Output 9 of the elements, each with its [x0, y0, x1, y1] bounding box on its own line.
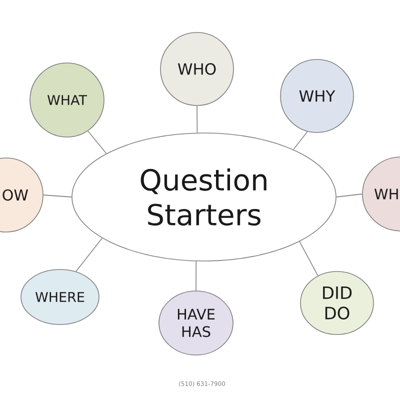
connector-line	[196, 260, 197, 292]
topic-oval: WHERE	[20, 269, 100, 325]
connector-line	[76, 238, 103, 272]
connector-line	[196, 105, 198, 134]
connector-line	[42, 194, 72, 198]
connector-line	[299, 241, 318, 276]
connector-line	[336, 194, 363, 198]
connector-line	[292, 131, 308, 150]
connector-line	[87, 130, 107, 154]
